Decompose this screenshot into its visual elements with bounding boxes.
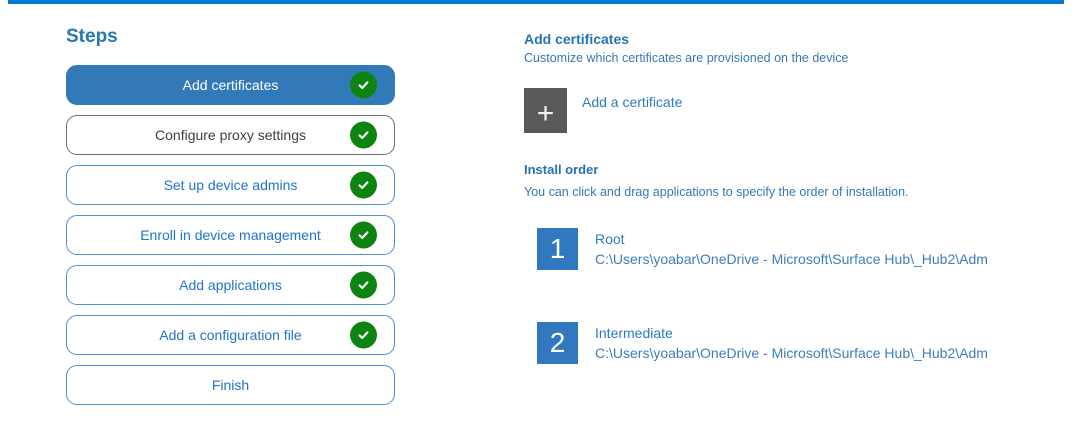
order-number: 2 <box>549 327 566 358</box>
certificate-path: C:\Users\yoabar\OneDrive - Microsoft\Sur… <box>595 251 988 267</box>
install-order-title: Install order <box>524 162 599 177</box>
certificate-path: C:\Users\yoabar\OneDrive - Microsoft\Sur… <box>595 345 988 361</box>
check-icon <box>350 121 377 149</box>
steps-panel: Steps Add certificates Configure proxy s… <box>66 26 395 415</box>
install-order-description: You can click and drag applications to s… <box>524 185 909 199</box>
add-certificate-button[interactable]: + Add a certificate <box>524 88 1044 133</box>
certificate-name: Root <box>595 231 625 247</box>
check-icon <box>350 321 377 349</box>
order-number: 1 <box>549 233 566 264</box>
top-accent-bar <box>8 0 1064 4</box>
step-add-certificates[interactable]: Add certificates <box>66 65 395 105</box>
step-enroll-in-device-management[interactable]: Enroll in device management <box>66 215 395 255</box>
check-icon <box>350 221 377 249</box>
check-icon <box>350 71 377 99</box>
order-number-tile: 2 <box>537 322 578 364</box>
steps-panel-title: Steps <box>66 26 118 47</box>
step-label: Add applications <box>179 277 282 293</box>
page-title: Add certificates <box>524 31 630 47</box>
check-icon <box>350 271 377 299</box>
check-icon <box>350 171 377 199</box>
step-label: Enroll in device management <box>140 227 321 243</box>
content-panel: Add certificates Customize which certifi… <box>524 30 1044 364</box>
certificate-name: Intermediate <box>595 325 673 341</box>
plus-tile[interactable]: + <box>524 88 567 133</box>
step-label: Configure proxy settings <box>155 127 306 143</box>
install-order-item-intermediate[interactable]: 2 Intermediate C:\Users\yoabar\OneDrive … <box>537 322 1044 364</box>
item-text: Root C:\Users\yoabar\OneDrive - Microsof… <box>595 229 988 269</box>
step-add-a-configuration-file[interactable]: Add a configuration file <box>66 315 395 355</box>
step-label: Finish <box>211 377 250 393</box>
install-order-item-root[interactable]: 1 Root C:\Users\yoabar\OneDrive - Micros… <box>537 228 1044 270</box>
add-certificate-label: Add a certificate <box>582 94 683 110</box>
step-set-up-device-admins[interactable]: Set up device admins <box>66 165 395 205</box>
page-subtitle: Customize which certificates are provisi… <box>524 51 849 65</box>
step-add-applications[interactable]: Add applications <box>66 265 395 305</box>
step-finish[interactable]: Finish <box>66 365 395 405</box>
item-text: Intermediate C:\Users\yoabar\OneDrive - … <box>595 323 988 363</box>
step-label: Add a configuration file <box>159 327 302 343</box>
step-label: Add certificates <box>182 77 279 93</box>
plus-icon: + <box>536 96 555 130</box>
step-configure-proxy-settings[interactable]: Configure proxy settings <box>66 115 395 155</box>
order-number-tile: 1 <box>537 228 578 270</box>
step-label: Set up device admins <box>163 177 298 193</box>
